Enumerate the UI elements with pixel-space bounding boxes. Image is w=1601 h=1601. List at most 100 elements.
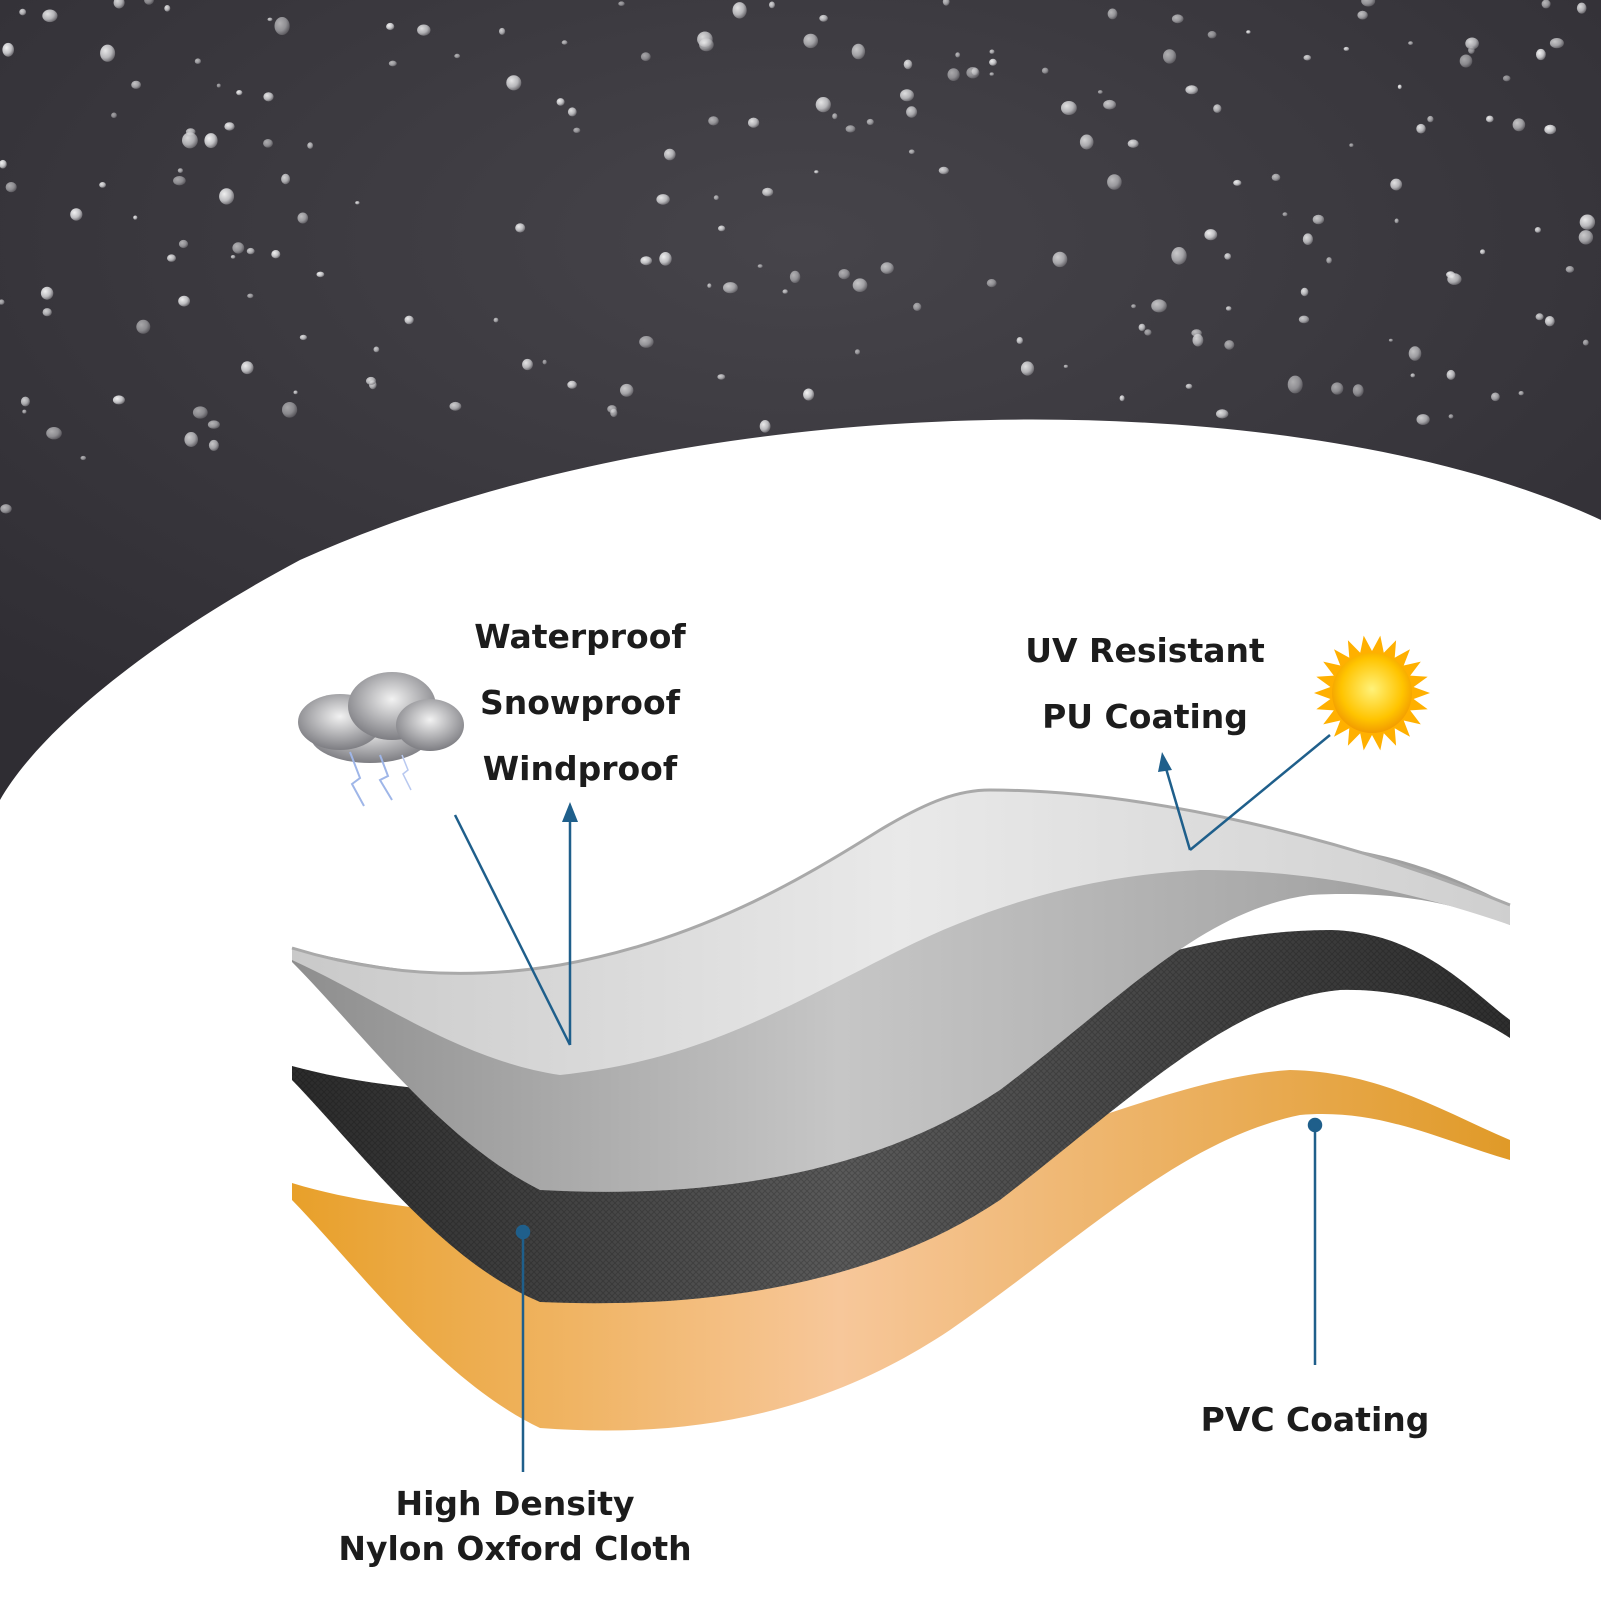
rain-drop	[386, 22, 395, 31]
rain-drop	[454, 53, 461, 59]
rain-drop	[561, 40, 568, 45]
rain-drop	[938, 166, 949, 175]
rain-drop	[1107, 8, 1118, 20]
rain-drop	[1544, 316, 1555, 327]
rain-drop	[1016, 337, 1023, 344]
rain-drop	[610, 408, 618, 418]
rain-drop	[316, 271, 325, 278]
rain-drop	[1271, 173, 1281, 181]
rain-drop	[819, 14, 828, 22]
rain-drop	[1408, 41, 1413, 45]
rain-drop	[854, 349, 861, 355]
rain-drop	[1349, 143, 1354, 147]
rain-drop	[42, 308, 52, 317]
rain-drop	[573, 127, 581, 133]
pvc-coating-label: PVC Coating	[1200, 1400, 1430, 1439]
rain-drop	[404, 315, 414, 325]
rain-drop	[22, 409, 27, 414]
rain-drop	[1079, 134, 1094, 150]
rain-drop	[852, 278, 868, 293]
rain-drop	[851, 43, 866, 60]
rain-drop	[70, 208, 83, 221]
rain-drop	[913, 302, 922, 311]
waterproof-membrane-layer	[292, 841, 1510, 1192]
snowproof-label: Snowproof	[479, 683, 680, 722]
rain-drop	[1565, 266, 1575, 273]
rain-drop	[1352, 384, 1364, 397]
rain-drop	[1486, 115, 1494, 123]
rain-drop	[40, 286, 54, 300]
rain-drop	[236, 90, 243, 96]
rain-drop	[1388, 338, 1393, 342]
storm-cloud-icon	[298, 672, 464, 807]
rain-drop	[1459, 54, 1473, 68]
rain-drop	[46, 427, 62, 440]
rain-drop	[748, 117, 760, 128]
rain-drop	[1390, 178, 1403, 191]
rain-drop	[769, 1, 775, 9]
pointer-lines	[453, 734, 1331, 1472]
rain-drop	[1582, 339, 1589, 346]
rain-drop	[522, 358, 533, 371]
rain-drop	[1416, 414, 1430, 425]
rain-drop	[232, 242, 245, 254]
rain-drop	[1020, 361, 1035, 376]
rain-drop	[113, 0, 125, 9]
rain-drop	[208, 439, 219, 451]
rain-drop	[1171, 247, 1187, 265]
rain-drop	[989, 58, 997, 66]
rain-drop	[620, 383, 634, 397]
rain-drop	[1394, 218, 1399, 224]
rain-drop	[908, 149, 915, 155]
rain-drop	[1138, 323, 1146, 332]
rain-drop	[19, 8, 27, 16]
rain-drop	[1465, 37, 1479, 50]
rain-drop	[0, 504, 12, 514]
rain-drop	[640, 52, 651, 62]
rain-drop	[866, 118, 874, 126]
rain-drop	[207, 420, 220, 429]
rain-drop	[1207, 31, 1217, 39]
rain-drop	[0, 159, 7, 169]
rain-drop	[1303, 54, 1312, 61]
rain-drop	[1119, 395, 1125, 402]
rain-drop	[499, 27, 506, 35]
rain-drop	[1512, 118, 1526, 132]
rain-drop	[224, 122, 235, 131]
rain-drop	[542, 359, 547, 365]
rain-drop	[707, 283, 712, 289]
windproof-label: Windproof	[482, 749, 678, 788]
rain-drop	[5, 182, 17, 193]
rain-drop	[955, 52, 961, 58]
rain-drop	[1144, 329, 1152, 336]
rain-drop	[355, 201, 360, 205]
rain-drop	[732, 2, 747, 19]
rain-drop	[1041, 67, 1049, 74]
rain-drop	[1416, 123, 1426, 134]
rain-drop	[247, 293, 254, 299]
rain-drop	[111, 112, 117, 119]
rain-drop	[216, 83, 221, 88]
rain-drop	[178, 239, 189, 249]
rain-drop	[373, 346, 380, 353]
rain-drop	[281, 173, 291, 185]
rain-drop	[832, 113, 838, 120]
rain-drop	[1216, 409, 1229, 419]
sun-icon	[1314, 635, 1430, 751]
rain-drop	[282, 402, 298, 418]
rain-drop	[1502, 75, 1511, 82]
rain-drop	[1397, 84, 1402, 90]
rain-drops-icon	[0, 0, 1596, 514]
rain-drop	[713, 195, 719, 201]
rain-drop	[1343, 46, 1350, 51]
rain-drop	[1131, 304, 1136, 309]
rain-drop	[297, 212, 309, 224]
rain-drop	[656, 194, 670, 205]
rain-drop	[717, 374, 726, 380]
rain-drop	[986, 279, 997, 288]
rain-drop	[1151, 299, 1167, 313]
rain-drop	[241, 361, 254, 375]
rain-drop	[1312, 214, 1325, 225]
rain-drop	[1536, 48, 1546, 61]
high-density-label-line1: High Density	[395, 1484, 635, 1523]
